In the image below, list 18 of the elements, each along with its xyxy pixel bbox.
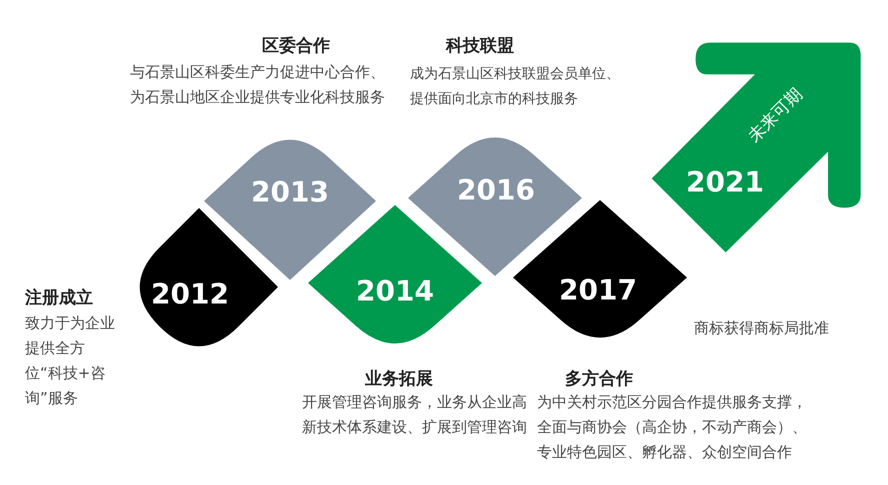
slogan-text: 未来可期 (743, 83, 808, 148)
year-label: 2021 (686, 166, 764, 198)
milestone-heading: 多方合作 (565, 368, 633, 390)
milestone-description: 成为石景山区科技联盟会员单位、提供面向北京市的科技服务 (410, 65, 621, 109)
year-label: 2016 (457, 174, 535, 206)
milestone-heading: 科技联盟 (446, 35, 514, 57)
milestone-heading: 业务拓展 (365, 368, 433, 390)
note-text: 商标获得商标局批准 (694, 318, 829, 339)
milestone-description: 为中关村示范区分园合作提供服务支撑，全面与商协会（高企协，不动产商会）、专业特色园区、孵化器、众创空间合作 (537, 392, 808, 463)
milestone-description: 与石景山区科委生产力促进中心合作、为石景山地区企业提供专业化科技服务 (130, 62, 386, 108)
milestone-description: 开展管理咨询服务，业务从企业高新技术体系建设、扩展到管理咨询 (302, 392, 527, 438)
milestone-description: 致力于为企业提供全方位“科技+咨询”服务 (25, 313, 116, 409)
year-label: 2017 (559, 274, 637, 306)
milestone-heading: 区委合作 (262, 35, 330, 57)
year-label: 2013 (251, 176, 329, 208)
milestone-heading: 注册成立 (25, 287, 93, 309)
year-label: 2012 (151, 278, 229, 310)
year-label: 2014 (356, 274, 434, 308)
